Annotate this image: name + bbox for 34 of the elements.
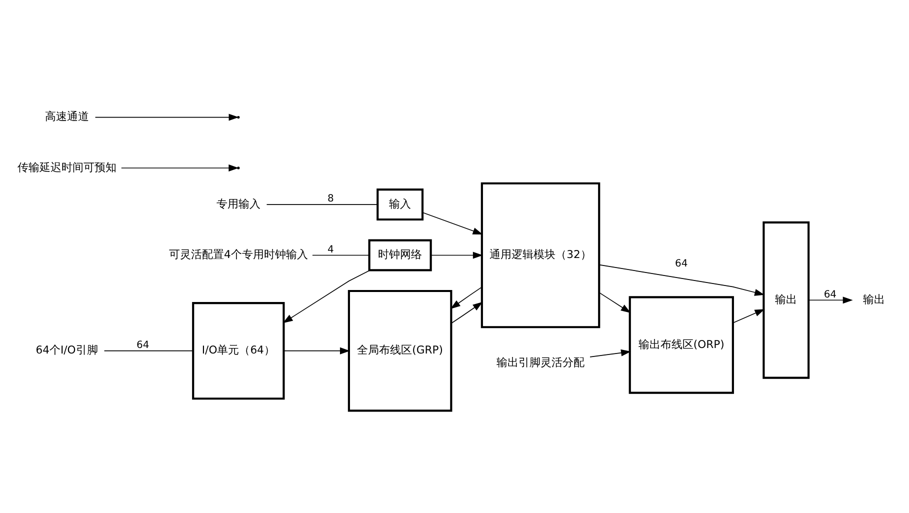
node-box: 输出布线区(ORP): [628, 296, 734, 394]
arrow: [94, 114, 239, 121]
arrow: [732, 309, 765, 324]
arrow: [450, 302, 483, 324]
connector: [266, 204, 378, 205]
node-text: 输出: [863, 292, 886, 306]
edge-label: 64: [136, 340, 150, 352]
arrow: [430, 252, 483, 259]
edge-label: 4: [327, 244, 334, 256]
edge-label: 8: [327, 194, 334, 205]
node-text: 高速通道: [44, 110, 89, 124]
edge-label: 64: [824, 289, 837, 300]
arrow: [283, 347, 350, 354]
node-box: I/O单元（64）: [192, 302, 285, 400]
node-text: 64个I/O引脚: [36, 344, 98, 357]
node-box: 时钟网络: [368, 239, 432, 272]
edge-label: 64: [675, 258, 688, 270]
connector: [312, 254, 370, 256]
node-box: 全局布线区(GRP): [348, 290, 452, 412]
node-text: 可灵活配置4个专用时钟输入: [168, 248, 308, 262]
connector: [104, 350, 194, 352]
node-text: 专用输入: [216, 197, 260, 210]
node-text: 输出引脚灵活分配: [496, 356, 585, 370]
node-box: 输出: [762, 221, 810, 379]
arrow: [808, 296, 853, 304]
arrow: [590, 349, 632, 358]
node-box: 通用逻辑模块（32）: [480, 182, 600, 328]
arrow: [450, 286, 482, 309]
node-box: 输入: [376, 188, 424, 221]
arrow: [422, 212, 483, 234]
node-text: 传输延迟时间可预知: [17, 160, 116, 174]
arrow: [598, 292, 631, 313]
arrow: [598, 264, 765, 296]
arrow: [282, 270, 370, 324]
